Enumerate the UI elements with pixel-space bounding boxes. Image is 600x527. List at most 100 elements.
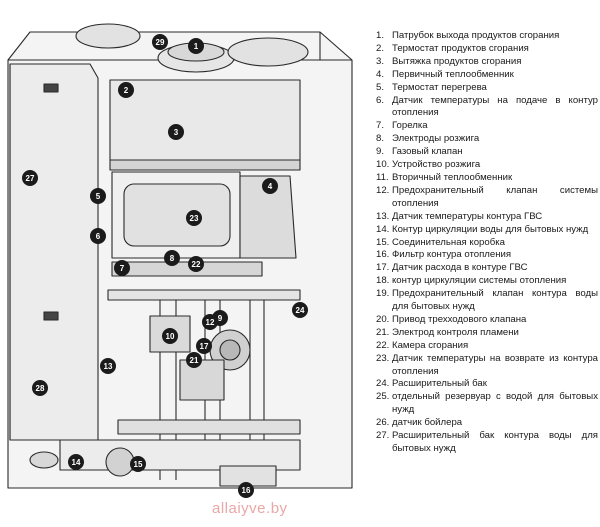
callout-number: 5 — [96, 192, 101, 201]
legend-item: 5. Термостат перегрева — [376, 82, 598, 95]
callout-badge: 3 — [168, 124, 184, 140]
callout-badge: 15 — [130, 456, 146, 472]
callout-number: 13 — [104, 362, 113, 371]
legend-item-text: Вторичный теплообменник — [392, 171, 513, 183]
callout-badge: 27 — [22, 170, 38, 186]
callout-number: 15 — [134, 460, 143, 469]
legend-item-text: Камера сгорания — [392, 339, 469, 351]
watermark-text: allaiyve.by — [212, 500, 288, 517]
legend-item-number: 4. — [376, 68, 385, 80]
legend-item-number: 10. — [376, 159, 390, 171]
legend-item-number: 25. — [376, 391, 390, 403]
callout-badge: 21 — [186, 352, 202, 368]
legend-item-number: 27. — [376, 430, 390, 442]
callout-badge: 2 — [118, 82, 134, 98]
legend-item: 25.отдельный резервуар с водой для бытов… — [376, 391, 598, 417]
legend-item-number: 8. — [376, 133, 385, 145]
callout-number: 4 — [268, 182, 273, 191]
legend-item: 4. Первичный теплообменник — [376, 69, 598, 82]
legend-item: 6.Датчик температуры на подаче в контур … — [376, 95, 598, 121]
legend-item-text: Соединительная коробка — [392, 236, 505, 248]
burner — [111, 261, 263, 277]
legend-item-number: 6. — [376, 94, 385, 106]
legend-item: 26.датчик бойлера — [376, 417, 598, 430]
callout-badge: 22 — [188, 256, 204, 272]
legend-item-number: 21. — [376, 326, 390, 338]
legend-item-number: 12. — [376, 184, 390, 196]
legend-item-text: Электроды розжига — [392, 133, 480, 145]
legend-item: 8. Электроды розжига — [376, 133, 598, 146]
legend-item-number: 22. — [376, 339, 390, 351]
legend-item-number: 13. — [376, 210, 390, 222]
legend-item-number: 7. — [376, 120, 385, 132]
legend-item-number: 20. — [376, 313, 390, 325]
legend-item-text: Первичный теплообменник — [392, 68, 514, 80]
legend-item: 2. Термостат продуктов сгорания — [376, 43, 598, 56]
legend-item-text: Контур циркуляции воды для бытовых нужд — [392, 223, 589, 235]
callout-number: 21 — [190, 356, 199, 365]
callout-number: 6 — [96, 232, 101, 241]
flue-hood — [109, 79, 301, 161]
legend-item: 9.Газовый клапан — [376, 146, 598, 159]
legend-item: 23.Датчик температуры на возврате из кон… — [376, 353, 598, 379]
top-expansion-tank-left — [75, 23, 141, 49]
callout-number: 1 — [194, 42, 199, 51]
tall-expansion-tank — [9, 63, 99, 441]
legend-item: 12.Предохранительный клапан системы отоп… — [376, 185, 598, 211]
legend-item: 21.Электрод контроля пламени — [376, 327, 598, 340]
callout-badge: 24 — [292, 302, 308, 318]
legend-item-number: 23. — [376, 352, 390, 364]
callout-number: 7 — [120, 264, 125, 273]
top-expansion-tank-right — [227, 37, 309, 67]
legend-item: 20.Привод трехходового клапана — [376, 314, 598, 327]
legend-item-text: Предохранительный клапан системы отоплен… — [392, 184, 598, 209]
legend-item-text: контур циркуляции системы отопления — [392, 275, 567, 287]
legend-item-number: 5. — [376, 81, 385, 93]
legend-item-number: 18. — [376, 275, 390, 287]
legend-item-number: 11. — [376, 171, 389, 183]
callout-badge: 23 — [186, 210, 202, 226]
legend-item-text: отдельный резервуар с водой для бытовых … — [392, 391, 598, 416]
callout-badge: 17 — [196, 338, 212, 354]
callout-number: 8 — [170, 254, 175, 263]
legend-item: 14.Контур циркуляции воды для бытовых ну… — [376, 224, 598, 237]
callout-number: 28 — [36, 384, 45, 393]
legend-item-text: датчик бойлера — [392, 417, 463, 429]
callout-badge: 13 — [100, 358, 116, 374]
callout-badge: 5 — [90, 188, 106, 204]
legend-item-text: Горелка — [392, 120, 428, 132]
legend-item: 7. Горелка — [376, 120, 598, 133]
legend-item-number: 2. — [376, 42, 385, 54]
callout-badge: 8 — [164, 250, 180, 266]
callout-number: 9 — [218, 314, 223, 323]
callout-number: 16 — [242, 486, 251, 495]
legend-item: 24.Расширительный бак — [376, 378, 598, 391]
callout-badge: 16 — [238, 482, 254, 498]
callout-badge: 12 — [202, 314, 218, 330]
callout-number: 12 — [206, 318, 215, 327]
legend-item: 3.Вытяжка продуктов сгорания — [376, 56, 598, 69]
callout-badge: 6 — [90, 228, 106, 244]
callout-badge: 4 — [262, 178, 278, 194]
legend-item-text: Газовый клапан — [392, 146, 463, 158]
legend-item-text: Термостат перегрева — [392, 81, 487, 93]
legend-item-text: Расширительный бак контура воды для быто… — [392, 430, 598, 454]
legend-item-text: Термостат продуктов сгорания — [392, 42, 529, 54]
legend-item-text: Электрод контроля пламени — [392, 326, 519, 338]
callout-number: 10 — [166, 332, 175, 341]
three-way-valve — [179, 359, 225, 401]
dhw-circuit — [105, 447, 135, 477]
legend-item-number: 14. — [376, 223, 390, 235]
legend-item: 17.Датчик расхода в контуре ГВС — [376, 262, 598, 275]
primary-heat-exchanger — [239, 175, 297, 259]
legend-item: 18.контур циркуляции системы отопления — [376, 275, 598, 288]
callout-badge: 7 — [114, 260, 130, 276]
legend-item-text: Предохранительный клапан контура воды дл… — [392, 288, 598, 313]
legend-item: 11.Вторичный теплообменник — [376, 172, 598, 185]
callout-badge: 28 — [32, 380, 48, 396]
legend-item-number: 15. — [376, 236, 390, 248]
legend-item: 13.Датчик температуры контура ГВС — [376, 211, 598, 224]
legend-item-number: 26. — [376, 417, 390, 429]
legend-item-text: Фильтр контура отопления — [392, 249, 512, 261]
